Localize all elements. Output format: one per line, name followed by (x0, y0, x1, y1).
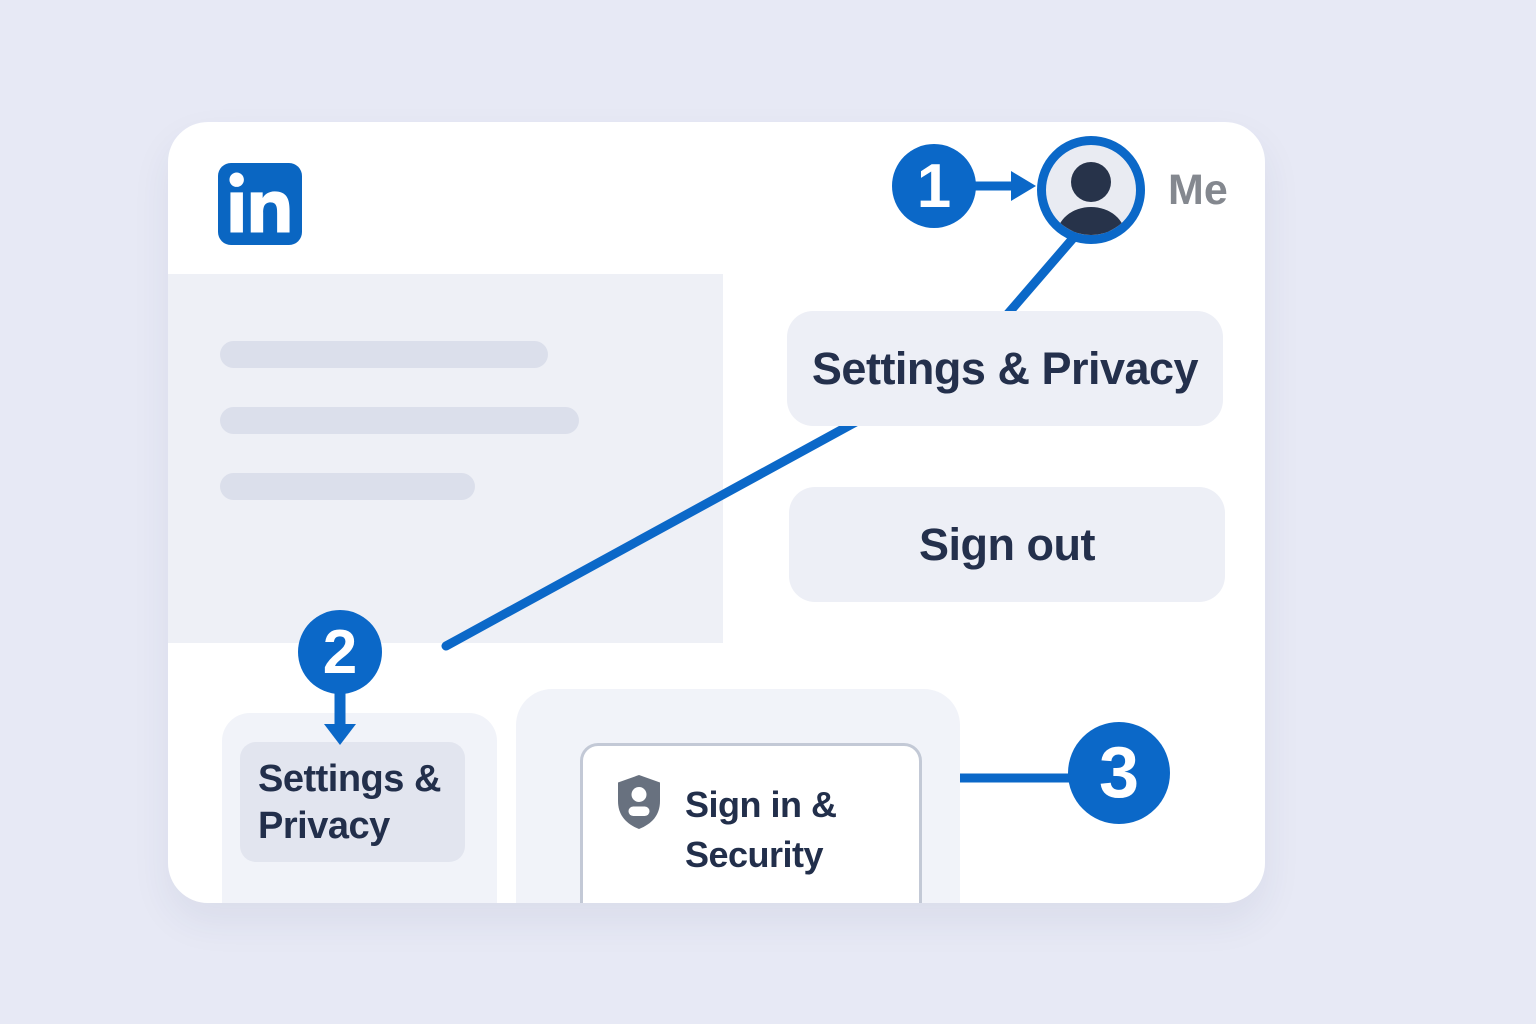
menu-item-label: Sign out (919, 518, 1095, 570)
sign-in-label-line1: Sign in & (685, 784, 837, 825)
menu-item-sign-out[interactable]: Sign out (789, 487, 1225, 602)
feed-placeholder-block (168, 274, 723, 643)
linkedin-logo-icon[interactable] (218, 163, 302, 245)
sign-in-security-label: Sign in & Security (685, 780, 837, 880)
skeleton-bar (220, 407, 579, 434)
me-avatar[interactable] (1037, 136, 1145, 244)
step-1-badge: 1 (892, 144, 976, 228)
arrow-step1-to-avatar (970, 171, 1036, 201)
step-number: 3 (1098, 733, 1140, 813)
sidebar-item-settings-privacy[interactable]: Settings & Privacy (240, 742, 465, 862)
me-menu-label[interactable]: Me (1168, 165, 1228, 214)
step-2-badge: 2 (298, 610, 382, 694)
skeleton-bar (220, 473, 475, 500)
line-avatar-to-menu (1001, 231, 1080, 321)
settings-content-panel: Sign in & Security (516, 689, 960, 903)
settings-sidebar-panel: Settings & Privacy (222, 713, 497, 903)
step-number: 2 (322, 617, 358, 687)
menu-item-label: Settings & Privacy (811, 342, 1199, 394)
linkedin-mock-window: Me Settings & Privacy Sign out Settings … (168, 122, 1265, 903)
step-number: 1 (916, 151, 952, 221)
sign-in-security-card[interactable]: Sign in & Security (580, 743, 922, 903)
skeleton-bar (220, 341, 548, 368)
shield-person-icon (616, 774, 662, 830)
person-avatar-icon (1057, 162, 1125, 235)
sidebar-item-label-line2: Privacy (258, 805, 390, 847)
sign-in-label-line2: Security (685, 834, 824, 875)
step-3-badge: 3 (1068, 722, 1170, 824)
menu-item-settings-privacy[interactable]: Settings & Privacy (787, 311, 1223, 426)
sidebar-item-label-line1: Settings & (258, 758, 441, 800)
